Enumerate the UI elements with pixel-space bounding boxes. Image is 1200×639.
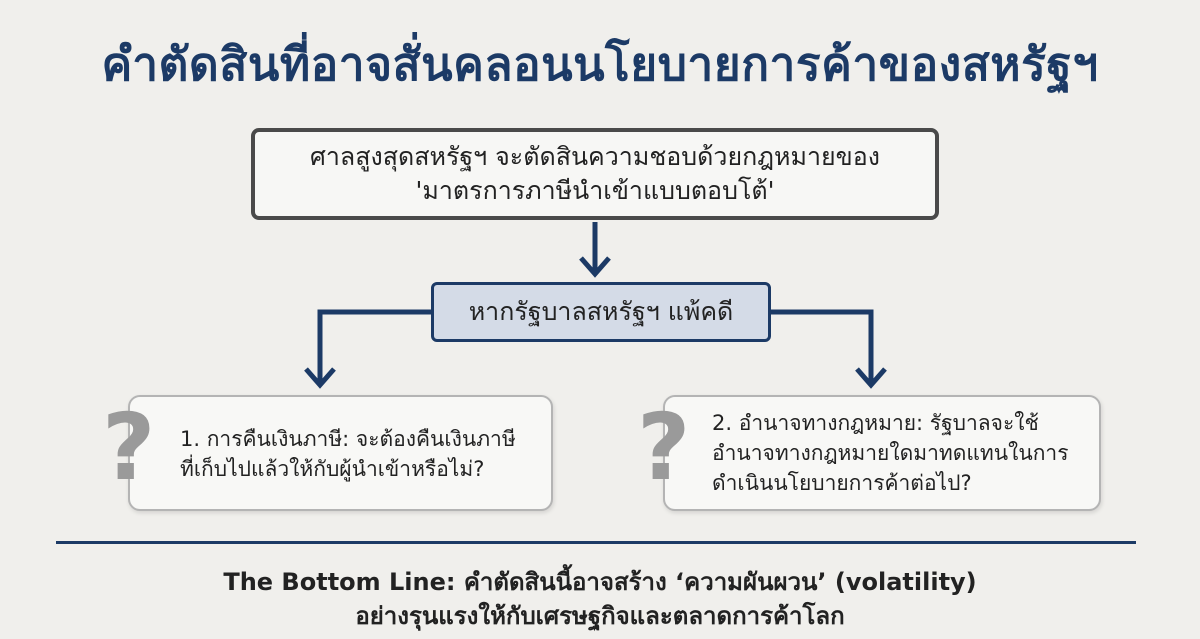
bottom-line-2: อย่างรุนแรงให้กับเศรษฐกิจและตลาดการค้าโล… (355, 602, 845, 630)
bottom-line-1: The Bottom Line: คำตัดสินนี้อาจสร้าง ‘คว… (223, 568, 977, 596)
question-1-line-2: ที่เก็บไปแล้วให้กับผู้นำเข้าหรือไม่? (180, 457, 485, 481)
arrowhead-right (855, 367, 887, 389)
question-1-line-1: 1. การคืนเงินภาษี: จะต้องคืนเงินภาษี (180, 427, 516, 451)
supreme-court-line-2: 'มาตรการภาษีนำเข้าแบบตอบโต้' (415, 176, 775, 205)
condition-box: หากรัฐบาลสหรัฐฯ แพ้คดี (431, 282, 771, 342)
question-2-line-1: 2. อำนาจทางกฎหมาย: รัฐบาลจะใช้ (712, 411, 1039, 435)
arrowhead-left (304, 367, 336, 389)
arrow-condition-to-left (317, 309, 431, 383)
condition-label: หากรัฐบาลสหรัฐฯ แพ้คดี (468, 297, 734, 326)
page-title: คำตัดสินที่อาจสั่นคลอนนโยบายการค้าของสหร… (101, 37, 1099, 91)
question-box-legal-authority (663, 395, 1101, 511)
question-2-line-3: ดำเนินนโยบายการค้าต่อไป? (712, 471, 972, 495)
question-2-line-2: อำนาจทางกฎหมายใดมาทดแทนในการ (712, 441, 1069, 465)
question-mark-icon: ? (102, 394, 156, 501)
section-divider (56, 541, 1136, 544)
question-text-legal-authority: 2. อำนาจทางกฎหมาย: รัฐบาลจะใช้ อำนาจทางก… (712, 408, 1068, 498)
arrow-condition-to-right (771, 309, 874, 383)
supreme-court-box: ศาลสูงสุดสหรัฐฯ จะตัดสินความชอบด้วยกฎหมา… (251, 128, 939, 220)
bottom-line: The Bottom Line: คำตัดสินนี้อาจสร้าง ‘คว… (0, 565, 1200, 633)
question-mark-icon: ? (637, 394, 691, 501)
question-box-refund (128, 395, 553, 511)
question-text-refund: 1. การคืนเงินภาษี: จะต้องคืนเงินภาษี ที่… (180, 424, 516, 484)
supreme-court-line-1: ศาลสูงสุดสหรัฐฯ จะตัดสินความชอบด้วยกฎหมา… (310, 142, 880, 171)
arrowhead-top-to-condition (579, 256, 611, 278)
